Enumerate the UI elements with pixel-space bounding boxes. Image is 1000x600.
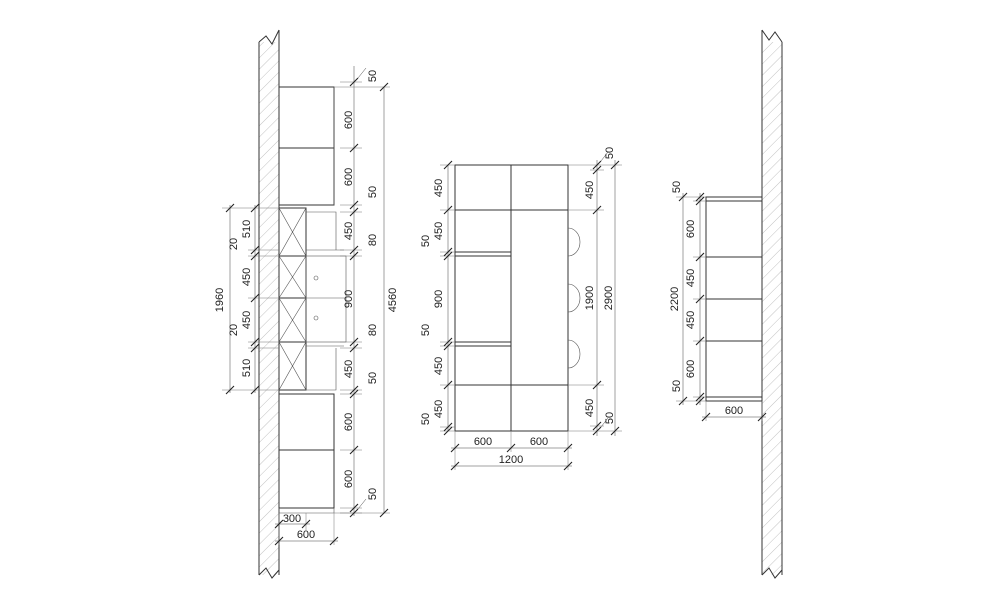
dim-label: 1900 — [584, 286, 596, 310]
dim-label: 50 — [671, 181, 683, 193]
left-elev-right-dims: 50 600 600 50 450 80 900 80 450 50 600 6… — [334, 66, 399, 518]
dim-label: 450 — [241, 268, 253, 286]
door-swing-arcs — [567, 227, 581, 369]
dim-label: 600 — [343, 111, 355, 129]
dim-overall-left: 2200 — [669, 287, 681, 311]
side-cabinets — [705, 196, 763, 402]
left-elevation: 50 600 600 50 450 80 900 80 450 50 600 6… — [214, 29, 399, 579]
dim-label: 450 — [584, 181, 596, 199]
dim-label: 510 — [241, 359, 253, 377]
dim-label: 900 — [343, 290, 355, 308]
wall-left — [258, 29, 280, 579]
dim-label: 50 — [367, 488, 379, 500]
dim-label: 50 — [420, 413, 432, 425]
dim-label: 450 — [433, 179, 445, 197]
niche — [305, 211, 347, 391]
center-elev-left-dims: 450 450 50 900 50 450 450 50 — [420, 160, 455, 436]
dim-label: 450 — [433, 222, 445, 240]
dim-label: 80 — [367, 234, 379, 246]
dim-label: 50 — [367, 186, 379, 198]
left-elev-bottom-dims: 300 600 — [274, 513, 339, 546]
dim-label: 600 — [725, 405, 743, 417]
dim-label: 450 — [343, 360, 355, 378]
dim-label: 600 — [685, 220, 697, 238]
dim-label: 20 — [228, 324, 240, 336]
dim-label: 600 — [297, 529, 315, 541]
dim-label: 600 — [685, 360, 697, 378]
dim-label: 50 — [420, 324, 432, 336]
dim-label: 900 — [433, 290, 445, 308]
right-elev-bottom-dims: 600 — [701, 401, 767, 422]
dim-label: 450 — [584, 399, 596, 417]
dim-label: 50 — [671, 380, 683, 392]
dim-label: 50 — [367, 372, 379, 384]
wall-right — [761, 29, 783, 579]
right-elev-left-dims: 50 600 450 450 600 50 2200 — [669, 181, 706, 406]
dim-label: 450 — [433, 357, 445, 375]
lower-cabinets — [278, 393, 335, 514]
dim-label: 600 — [343, 168, 355, 186]
dim-overall-bottom: 1200 — [499, 454, 523, 466]
dim-overall-right: 4560 — [387, 288, 399, 312]
dim-label: 450 — [433, 400, 445, 418]
dim-label: 50 — [604, 412, 616, 424]
dim-overall-left: 1960 — [214, 288, 226, 312]
dim-label: 510 — [241, 220, 253, 238]
dim-label: 300 — [283, 513, 301, 525]
dim-overall-right: 2900 — [603, 286, 615, 310]
center-elev-right-dims: 50 450 1900 450 50 2900 — [568, 147, 622, 436]
left-elev-left-dims: 510 20 450 450 20 510 1960 — [214, 203, 279, 395]
dim-label: 600 — [474, 436, 492, 448]
dim-label: 450 — [685, 269, 697, 287]
dim-label: 450 — [685, 311, 697, 329]
dim-label: 80 — [367, 324, 379, 336]
center-elev-bottom-dims: 600 600 1200 — [450, 431, 573, 471]
dim-label: 450 — [343, 222, 355, 240]
dim-label: 450 — [241, 311, 253, 329]
tall-cabinets — [454, 164, 569, 432]
dim-label: 50 — [604, 147, 616, 159]
dim-label: 600 — [343, 413, 355, 431]
upper-cabinets — [278, 86, 335, 206]
dim-label: 20 — [228, 238, 240, 250]
dim-label: 50 — [420, 235, 432, 247]
dim-label: 50 — [367, 70, 379, 82]
dim-label: 600 — [530, 436, 548, 448]
dim-label: 600 — [343, 470, 355, 488]
center-elevation: 450 450 50 900 50 450 450 50 — [420, 147, 622, 471]
right-elevation: 50 600 450 450 600 50 2200 600 — [669, 29, 783, 579]
wine-rack — [278, 207, 307, 391]
